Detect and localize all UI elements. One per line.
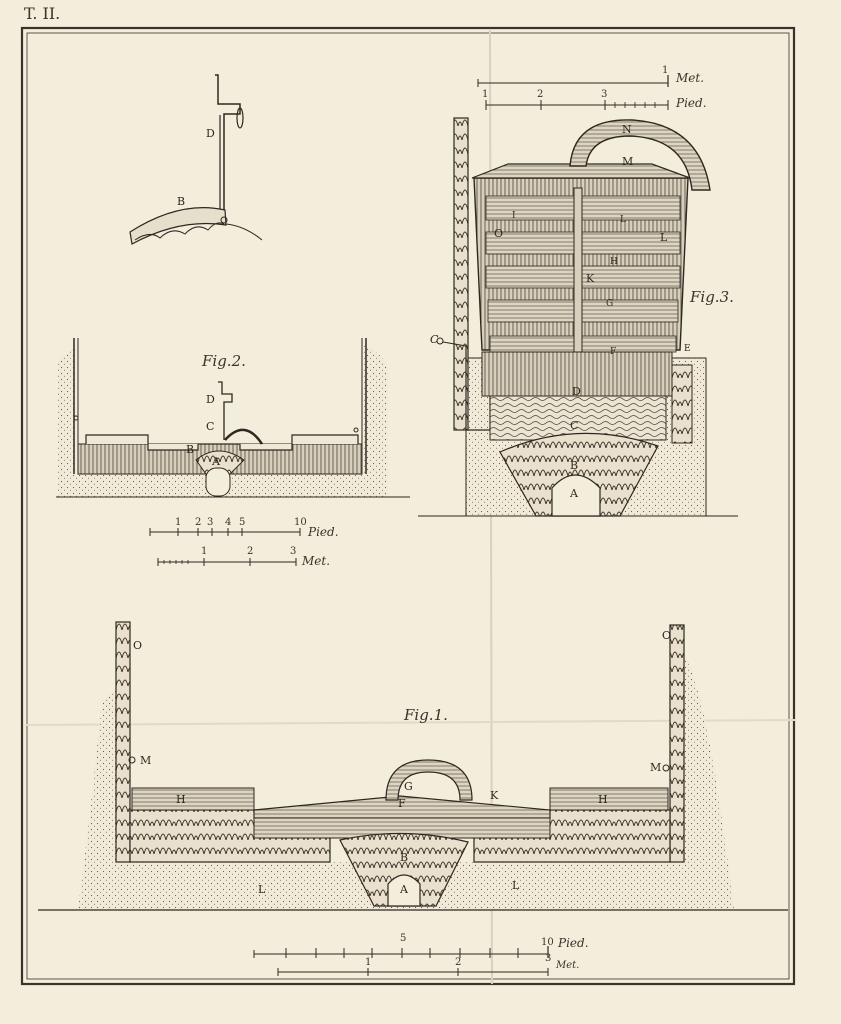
fig2-met-label: Met. bbox=[302, 554, 331, 568]
fig2-pied-label: Pied. bbox=[308, 525, 339, 539]
fig1-label-b: B bbox=[400, 851, 409, 864]
fig2-met-2: 2 bbox=[247, 546, 254, 557]
fig3-label-c: C bbox=[570, 419, 579, 432]
fig3-label-c-left: C bbox=[430, 333, 439, 346]
fig2-scale-bars bbox=[149, 528, 301, 566]
fig1-scale-bars bbox=[253, 946, 549, 976]
fig1-met-1: 1 bbox=[365, 957, 372, 968]
fig2-label-a: A bbox=[212, 455, 220, 468]
fig3-met-label: Met. bbox=[676, 71, 705, 85]
fig2-pied-4: 4 bbox=[225, 517, 232, 528]
fig1-label-g: G bbox=[404, 780, 413, 793]
fig3-label-i: I bbox=[512, 211, 516, 221]
fig1-pied-label: Pied. bbox=[558, 936, 589, 950]
fig1-met-3: 3 bbox=[545, 953, 552, 964]
fig1-met-label: Met. bbox=[556, 960, 580, 971]
fig2-label-d: D bbox=[206, 393, 215, 406]
fig1-pied-5: 5 bbox=[400, 933, 407, 944]
fig3-label-n: N bbox=[622, 123, 632, 136]
fig3-label-d: D bbox=[572, 385, 581, 398]
fold-crease-horizontal bbox=[24, 719, 796, 726]
fig3-met-1: 1 bbox=[662, 65, 669, 76]
outer-frame bbox=[20, 26, 796, 986]
fig3-label-f: F bbox=[610, 347, 617, 357]
fig1-label-h-right: H bbox=[598, 793, 608, 806]
fig3-title: Fig.3. bbox=[690, 288, 734, 306]
fig3-drawing bbox=[418, 117, 738, 517]
fig3-label-m: M bbox=[622, 155, 634, 168]
fig1-met-2: 2 bbox=[455, 957, 462, 968]
fig3-label-b: B bbox=[570, 459, 579, 472]
fig3-label-l-outer: L bbox=[660, 231, 668, 244]
detail-label-b: B bbox=[177, 195, 186, 208]
fig2-title: Fig.2. bbox=[202, 352, 246, 370]
fig3-label-l-inner: L bbox=[620, 215, 626, 225]
detail-drawing bbox=[129, 74, 263, 245]
fig1-drawing bbox=[38, 621, 788, 911]
plate-number: T. II. bbox=[24, 4, 61, 23]
fig2-pied-10: 10 bbox=[294, 517, 307, 528]
fig2-drawing bbox=[56, 338, 410, 498]
fig3-pied-label: Pied. bbox=[676, 96, 707, 110]
fig3-label-a: A bbox=[570, 487, 578, 500]
fig1-label-l-left: L bbox=[258, 883, 266, 896]
fig1-label-k: K bbox=[490, 789, 499, 802]
fig1-label-o-right: O bbox=[662, 629, 672, 642]
detail-label-d: D bbox=[206, 127, 215, 140]
fig2-label-b: B bbox=[186, 443, 195, 456]
fig3-label-g: G bbox=[606, 299, 614, 309]
fig3-scale-bars bbox=[477, 75, 669, 110]
fig1-label-m-right: M bbox=[650, 761, 662, 774]
fig1-title: Fig.1. bbox=[404, 706, 448, 724]
fig1-label-f: F bbox=[398, 797, 406, 810]
fig3-label-e: E bbox=[684, 344, 691, 354]
fig3-pied-1: 1 bbox=[482, 89, 489, 100]
fig1-label-l-right: L bbox=[512, 879, 520, 892]
fig1-label-m-left: M bbox=[140, 754, 152, 767]
fig3-label-h: H bbox=[610, 257, 618, 267]
fig2-pied-5: 5 bbox=[239, 517, 246, 528]
fig2-met-1: 1 bbox=[201, 546, 208, 557]
fig1-label-o-left: O bbox=[133, 639, 143, 652]
fig3-label-o: O bbox=[494, 227, 504, 240]
fig2-pied-1: 1 bbox=[175, 517, 182, 528]
fig3-pied-3: 3 bbox=[601, 89, 608, 100]
fig2-met-3: 3 bbox=[290, 546, 297, 557]
fig1-pied-10: 10 bbox=[541, 937, 554, 948]
fig1-label-a: A bbox=[400, 883, 408, 896]
fig1-label-h-left: H bbox=[176, 793, 186, 806]
fig3-label-k: K bbox=[586, 272, 595, 285]
fig2-pied-3: 3 bbox=[207, 517, 214, 528]
inner-frame bbox=[26, 32, 790, 980]
fig2-pied-2: 2 bbox=[195, 517, 202, 528]
fig2-label-c: C bbox=[206, 420, 215, 433]
fig3-pied-2: 2 bbox=[537, 89, 544, 100]
